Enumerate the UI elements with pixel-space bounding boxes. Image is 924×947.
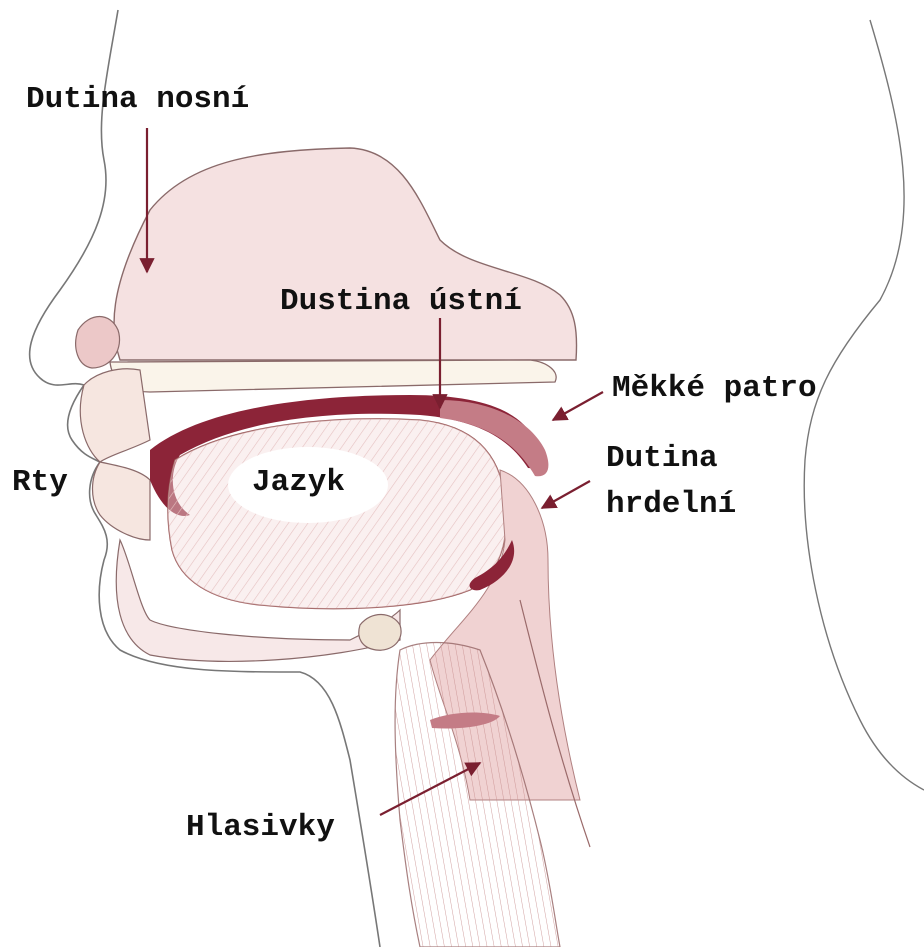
neck-back-outline [804, 20, 924, 790]
label-tongue: Jazyk [252, 465, 345, 500]
label-lips: Rty [12, 465, 68, 500]
arrow-pharynx [542, 481, 590, 508]
hyoid-bone [359, 614, 401, 650]
label-pharynx-line1: Dutina [606, 441, 718, 476]
nasal-cavity-region [114, 148, 577, 360]
label-oral-cavity: Dustina ústní [280, 284, 522, 319]
hard-palate [110, 360, 556, 392]
arrow-soft-palate [553, 392, 603, 420]
label-pharynx-line2: hrdelní [606, 487, 736, 522]
label-nasal-cavity: Dutina nosní [26, 82, 249, 117]
label-soft-palate: Měkké patro [612, 371, 817, 406]
upper-lip [80, 369, 150, 462]
nose-cartilage [76, 317, 120, 369]
lower-lip [93, 462, 151, 540]
label-vocal-cords: Hlasivky [186, 810, 335, 845]
